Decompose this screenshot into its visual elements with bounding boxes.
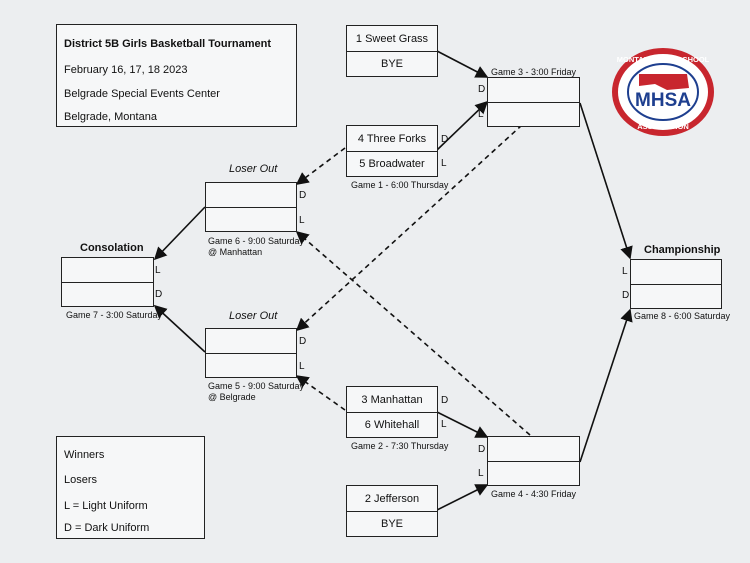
tournament-venue: Belgrade Special Events Center <box>64 88 220 100</box>
uniform-light-label: L <box>622 266 628 277</box>
game6-label: Game 6 - 9:00 Saturday <box>208 236 305 246</box>
team-slot: 3 Manhattan <box>347 387 437 413</box>
game6-box <box>205 182 297 232</box>
legend-box: Winners Losers L = Light Uniform D = Dar… <box>56 436 205 539</box>
matchup-game2: 3 Manhattan 6 Whitehall <box>346 386 438 438</box>
game6-location: @ Manhattan <box>208 247 263 257</box>
legend-winners: Winners <box>64 449 105 461</box>
legend-light-uniform: L = Light Uniform <box>64 500 148 512</box>
team-slot: BYE <box>380 517 403 530</box>
logo-bottom-text: ASSOCIATION <box>637 122 689 131</box>
loser-out-label: Loser Out <box>229 163 278 175</box>
empty-slot <box>206 207 296 231</box>
logo-top-text: MONTANA HIGH SCHOOL <box>617 55 710 64</box>
empty-slot <box>206 183 296 208</box>
team-slot: BYE <box>380 57 403 70</box>
uniform-light-label: L <box>478 468 484 479</box>
empty-slot <box>488 102 579 126</box>
empty-slot <box>488 461 579 485</box>
empty-slot <box>631 284 721 308</box>
game7-label: Game 7 - 3:00 Saturday <box>66 310 163 320</box>
team-slot: 6 Whitehall <box>364 418 420 431</box>
championship-header: Championship <box>644 244 721 256</box>
empty-slot <box>206 329 296 354</box>
uniform-dark-label: D <box>478 444 486 455</box>
uniform-light-label: L <box>478 109 484 120</box>
game5-location: @ Belgrade <box>208 392 256 402</box>
matchup-jefferson-bye: 2 Jefferson BYE <box>346 485 438 537</box>
empty-slot <box>488 437 579 462</box>
team-slot: 2 Jefferson <box>347 486 437 512</box>
uniform-dark-label: D <box>299 336 307 347</box>
uniform-light-label: L <box>441 158 447 169</box>
team-slot: 4 Three Forks <box>347 126 437 152</box>
tournament-info-box: District 5B Girls Basketball Tournament … <box>56 24 297 127</box>
empty-slot <box>631 260 721 285</box>
game8-label: Game 8 - 6:00 Saturday <box>634 311 731 321</box>
uniform-dark-label: D <box>155 289 163 300</box>
game4-box <box>487 436 580 486</box>
uniform-light-label: L <box>299 361 305 372</box>
uniform-light-label: L <box>441 419 447 430</box>
consolation-header: Consolation <box>80 242 144 254</box>
game5-box <box>205 328 297 378</box>
legend-losers: Losers <box>64 474 98 486</box>
mhsa-logo: MHSA MONTANA HIGH SCHOOL ASSOCIATION <box>612 48 714 136</box>
empty-slot <box>488 78 579 103</box>
logo-main-text: MHSA <box>635 90 691 111</box>
team-slot: 1 Sweet Grass <box>347 26 437 52</box>
team-slot: 5 Broadwater <box>359 157 425 170</box>
uniform-dark-label: D <box>299 190 307 201</box>
matchup-game1: 4 Three Forks 5 Broadwater <box>346 125 438 177</box>
game3-box <box>487 77 580 127</box>
game1-label: Game 1 - 6:00 Thursday <box>351 180 449 190</box>
uniform-light-label: L <box>155 265 161 276</box>
game8-box <box>630 259 722 309</box>
uniform-dark-label: D <box>441 395 449 406</box>
uniform-dark-label: D <box>622 290 630 301</box>
uniform-dark-label: D <box>441 134 449 145</box>
loser-out-label: Loser Out <box>229 310 278 322</box>
game2-label: Game 2 - 7:30 Thursday <box>351 441 449 451</box>
matchup-sweetgrass-bye: 1 Sweet Grass BYE <box>346 25 438 77</box>
tournament-title: District 5B Girls Basketball Tournament <box>64 38 272 50</box>
game4-label: Game 4 - 4:30 Friday <box>491 489 577 499</box>
legend-dark-uniform: D = Dark Uniform <box>64 522 150 534</box>
game7-box <box>61 257 154 307</box>
tournament-city: Belgrade, Montana <box>64 111 157 123</box>
game5-label: Game 5 - 9:00 Saturday <box>208 381 305 391</box>
empty-slot <box>62 258 153 283</box>
empty-slot <box>62 282 153 306</box>
empty-slot <box>206 353 296 377</box>
game3-label: Game 3 - 3:00 Friday <box>491 67 577 77</box>
tournament-dates: February 16, 17, 18 2023 <box>64 64 188 76</box>
uniform-dark-label: D <box>478 84 486 95</box>
uniform-light-label: L <box>299 215 305 226</box>
